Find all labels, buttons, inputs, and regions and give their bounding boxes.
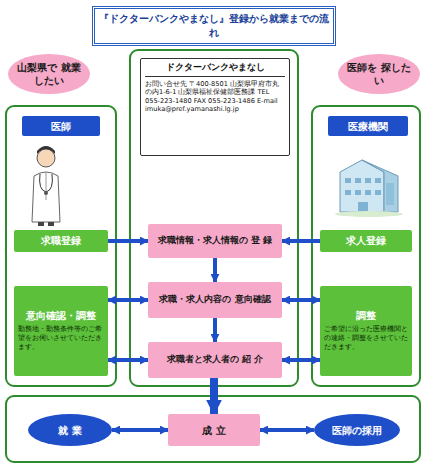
flow-arrow — [213, 258, 217, 282]
step-box: 求職登録 — [14, 230, 108, 252]
node-heading: 医師の採用 — [332, 424, 382, 437]
result-ellipse: 医師の採用 — [314, 414, 400, 446]
flow-arrow — [260, 428, 314, 432]
node-heading: 意向確認・調整 — [26, 310, 96, 322]
result-box: 成 立 — [168, 414, 260, 446]
node-body: ご希望に沿った医療機関との連絡・調整をさせていただきます。 — [324, 325, 408, 352]
hospital-illustration — [335, 160, 403, 217]
flow-arrow — [213, 318, 217, 342]
flow-arrow — [210, 378, 218, 414]
doctor-panel — [6, 106, 116, 386]
bank-panel — [130, 50, 298, 386]
flow-arrow — [108, 358, 148, 362]
flow-arrow — [108, 239, 148, 243]
node-heading: 求職・求人内容の 意向確認 — [159, 294, 270, 306]
node-heading: 求人登録 — [346, 235, 386, 247]
hospital-panel — [312, 106, 420, 386]
node-heading: 医師 — [51, 120, 71, 133]
flow-arrow — [282, 298, 320, 302]
node-heading: 成 立 — [202, 424, 225, 437]
node-body: 勤務地・勤務条件等のご希望をお伺いさせていただきます。 — [18, 325, 104, 352]
process-box: 求職者と求人者の 紹 介 — [148, 342, 282, 378]
flow-arrow — [282, 358, 320, 362]
diagram-title: 『ドクターバンクやまなし』登録から就業までの流れ — [92, 6, 336, 46]
node-heading: 調整 — [356, 310, 376, 322]
wish-ellipse: 医師を 探したい — [338, 54, 420, 94]
result-ellipse: 就 業 — [28, 414, 112, 446]
node-heading: 山梨県で 就業したい — [16, 61, 82, 87]
node-heading: 求職情報・求人情報の 登 録 — [158, 235, 272, 247]
node-heading: 医師を 探したい — [346, 61, 412, 87]
role-header: 医療機関 — [328, 116, 408, 136]
doctor-illustration — [32, 146, 60, 226]
process-box: 求職・求人内容の 意向確認 — [148, 282, 282, 318]
step-box: 意向確認・調整勤務地・勤務条件等のご希望をお伺いさせていただきます。 — [14, 286, 108, 376]
process-box: 求職情報・求人情報の 登 録 — [148, 224, 282, 258]
node-heading: 求職者と求人者の 紹 介 — [167, 354, 263, 366]
flow-arrow — [112, 428, 168, 432]
step-box: 調整ご希望に沿った医療機関との連絡・調整をさせていただきます。 — [320, 286, 412, 376]
role-header: 医師 — [22, 116, 100, 136]
flow-arrow — [108, 298, 148, 302]
node-heading: 就 業 — [58, 424, 81, 437]
flow-arrow — [282, 239, 320, 243]
node-heading: ドクターバンクやまなし — [145, 62, 285, 77]
title-text: 『ドクターバンクやまなし』登録から就業までの流れ — [99, 12, 329, 40]
node-heading: 求職登録 — [41, 235, 81, 247]
step-box: 求人登録 — [320, 230, 412, 252]
node-heading: 医療機関 — [348, 120, 388, 133]
wish-ellipse: 山梨県で 就業したい — [8, 54, 90, 94]
node-body: お問い合せ先 〒400-8501 山梨県甲府市丸の内1-6-1 山梨県福祉保健部… — [145, 80, 285, 114]
contact-box: ドクターバンクやまなしお問い合せ先 〒400-8501 山梨県甲府市丸の内1-6… — [140, 58, 290, 156]
